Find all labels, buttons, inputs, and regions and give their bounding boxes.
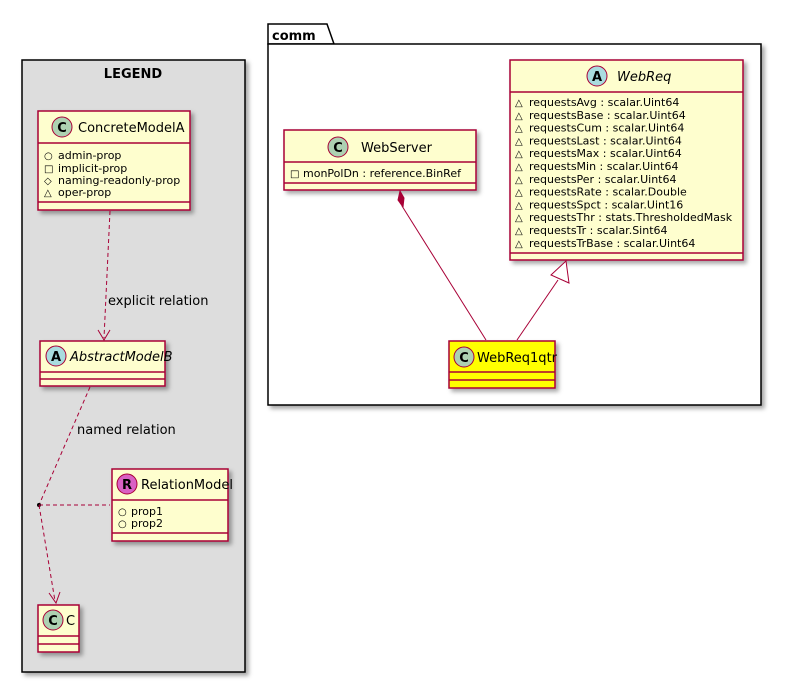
stereotype-letter: C [48, 614, 58, 629]
explicit-relation-edge: explicit relation [97, 210, 208, 341]
attr-vis: ○ [118, 507, 127, 518]
attr-vis: ○ [118, 519, 127, 530]
attr-text: admin-prop [58, 149, 121, 162]
class-name: WebReq [617, 70, 671, 85]
class-c[interactable]: C C [37, 604, 80, 653]
attr-vis: ◇ [44, 176, 52, 187]
attr-text: requestsThr : stats.ThresholdedMask [529, 211, 733, 224]
class-stereotype-icon [327, 136, 349, 158]
attr-text: requestsAvg : scalar.Uint64 [529, 96, 679, 109]
stereotype-letter: A [51, 350, 61, 365]
class-webreq1qtr[interactable]: C WebReq1qtr [448, 340, 558, 389]
attr-vis: △ [515, 200, 523, 211]
attr-text: requestsPer : scalar.Uint64 [529, 173, 677, 186]
stereotype-letter: C [57, 121, 67, 136]
class-name: ConcreteModelA [78, 121, 185, 136]
class-concrete-model-a[interactable]: C ConcreteModelA ○ admin-prop □ implicit… [37, 110, 191, 211]
attr-text: monPolDn : reference.BinRef [303, 167, 462, 180]
class-stereotype-icon [51, 116, 73, 138]
class-name: WebReq1qtr [477, 351, 558, 366]
attr-text: requestsLast : scalar.Uint64 [529, 134, 682, 147]
attr-vis: ○ [44, 151, 53, 162]
class-webserver[interactable]: C WebServer □ monPolDn : reference.BinRe… [283, 129, 477, 191]
class-relation-model[interactable]: R RelationModel ○ prop1 ○ prop2 [111, 468, 233, 542]
class-stereotype-icon [453, 346, 475, 368]
attr-text: requestsMin : scalar.Uint64 [529, 160, 678, 173]
attr-text: requestsSpct : scalar.Uint16 [529, 198, 683, 211]
attr-text: oper-prop [58, 186, 111, 199]
attr-text: requestsRate : scalar.Double [529, 186, 687, 199]
named-relation-edge: named relation [37, 386, 176, 605]
attr-vis: △ [515, 149, 523, 160]
attr-text: requestsBase : scalar.Uint64 [529, 109, 686, 122]
attribute-list: △ requestsAvg : scalar.Uint64 △ requestsBas… [515, 96, 733, 250]
class-webreq[interactable]: A WebReq △ requestsAvg : scalar.Uint64 △ re… [509, 59, 744, 261]
generalization-edge [516, 259, 570, 341]
relation-stereotype-icon [116, 473, 138, 495]
attr-vis: △ [515, 98, 523, 109]
stereotype-letter: R [122, 478, 132, 493]
stereotype-letter: C [459, 351, 469, 366]
attr-text: naming-readonly-prop [58, 174, 180, 187]
legend-title: LEGEND [104, 67, 163, 82]
attr-text: implicit-prop [58, 162, 127, 175]
attr-vis: △ [515, 239, 523, 250]
attr-vis: △ [515, 136, 523, 147]
class-abstract-model-b[interactable]: A AbstractModelB [39, 340, 173, 387]
package-name: comm [272, 29, 316, 44]
composition-edge [397, 189, 487, 341]
abstract-stereotype-icon [45, 345, 67, 367]
attr-vis: △ [515, 175, 523, 186]
generalization-arrowhead [550, 259, 570, 284]
attribute-list: ○ admin-prop □ implicit-prop ◇ naming-re… [44, 149, 180, 199]
attr-vis: △ [515, 226, 523, 237]
attr-vis: △ [515, 162, 523, 173]
attr-vis: △ [44, 188, 52, 199]
class-name: WebServer [361, 141, 433, 156]
class-name: C [66, 614, 75, 629]
stereotype-letter: C [333, 141, 343, 156]
attr-vis: △ [515, 188, 523, 199]
attr-text: prop1 [131, 505, 163, 518]
class-stereotype-icon [42, 609, 64, 631]
attr-vis: △ [515, 213, 523, 224]
explicit-relation-label: explicit relation [108, 294, 208, 309]
attr-text: requestsCum : scalar.Uint64 [529, 122, 684, 135]
attr-text: requestsTr : scalar.Sint64 [529, 224, 668, 237]
attr-vis: □ [44, 164, 53, 175]
attr-text: prop2 [131, 517, 163, 530]
attr-vis: △ [515, 124, 523, 135]
attr-vis: □ [290, 169, 299, 180]
abstract-stereotype-icon [586, 65, 608, 87]
attr-vis: △ [515, 111, 523, 122]
class-name: RelationModel [141, 478, 233, 493]
named-relation-label: named relation [77, 423, 176, 438]
class-name: AbstractModelB [69, 350, 173, 365]
attr-text: requestsTrBase : scalar.Uint64 [529, 237, 695, 250]
attr-text: requestsMax : scalar.Uint64 [529, 147, 682, 160]
stereotype-letter: A [592, 70, 602, 85]
